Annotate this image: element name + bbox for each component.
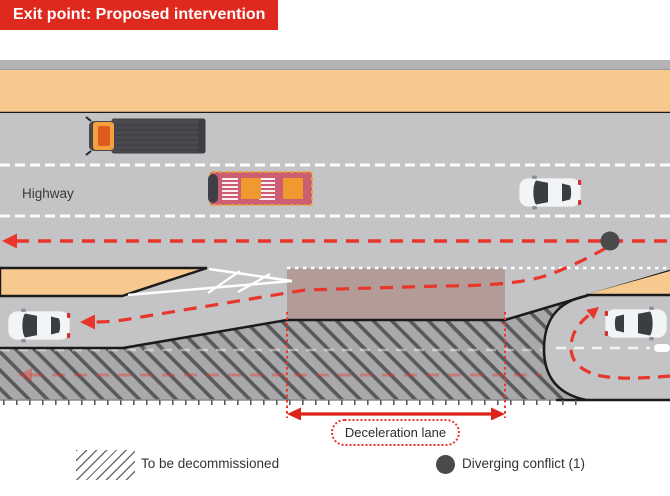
turnaround-bulb-curve bbox=[542, 294, 587, 402]
hatch-legend-swatch bbox=[76, 450, 135, 480]
exit-ramp-car-icon bbox=[7, 307, 71, 344]
road-diagram-svg: Highway bbox=[0, 60, 670, 421]
measure-arrowhead-left bbox=[287, 407, 301, 421]
measure-arrowhead-right bbox=[491, 407, 505, 421]
diverging-flow-arrow bbox=[95, 246, 607, 324]
conflict-legend-dot bbox=[436, 455, 455, 474]
highway-car-icon bbox=[518, 174, 582, 211]
u-turn-flow-arrow bbox=[569, 313, 670, 380]
gore-marking-bottom bbox=[127, 279, 293, 297]
diverging-flow-arrowhead bbox=[80, 314, 95, 330]
gore-chevron-2 bbox=[237, 273, 271, 293]
conflict-legend-label: Diverging conflict (1) bbox=[462, 456, 586, 471]
title-banner: Exit point: Proposed intervention bbox=[0, 0, 279, 30]
deceleration-lane-highlight bbox=[287, 268, 505, 320]
hatch-legend-label: To be decommissioned bbox=[141, 456, 280, 471]
gore-marking-top bbox=[208, 267, 293, 283]
turnaround-car-icon bbox=[604, 305, 668, 342]
truck-icon bbox=[85, 116, 206, 156]
diverging-conflict-dot bbox=[600, 231, 620, 251]
decommissioned-hatch-area bbox=[0, 296, 586, 400]
near-shoulder-orange-wedge bbox=[588, 271, 670, 294]
old-flow-arrowhead-faded bbox=[18, 368, 32, 382]
through-flow-arrowhead bbox=[2, 233, 17, 249]
far-verge-strip bbox=[0, 60, 670, 69]
u-turn-flow-arrowhead bbox=[586, 307, 599, 320]
solid-line-cap bbox=[654, 344, 670, 352]
highway-label: Highway bbox=[22, 186, 74, 201]
far-shoulder-orange bbox=[0, 69, 670, 113]
gore-island bbox=[0, 266, 208, 298]
deceleration-lane-label: Deceleration lane bbox=[331, 419, 460, 446]
bus-icon bbox=[208, 171, 313, 206]
road-diagram: Highway bbox=[0, 60, 670, 421]
gore-chevron-1 bbox=[207, 270, 241, 294]
